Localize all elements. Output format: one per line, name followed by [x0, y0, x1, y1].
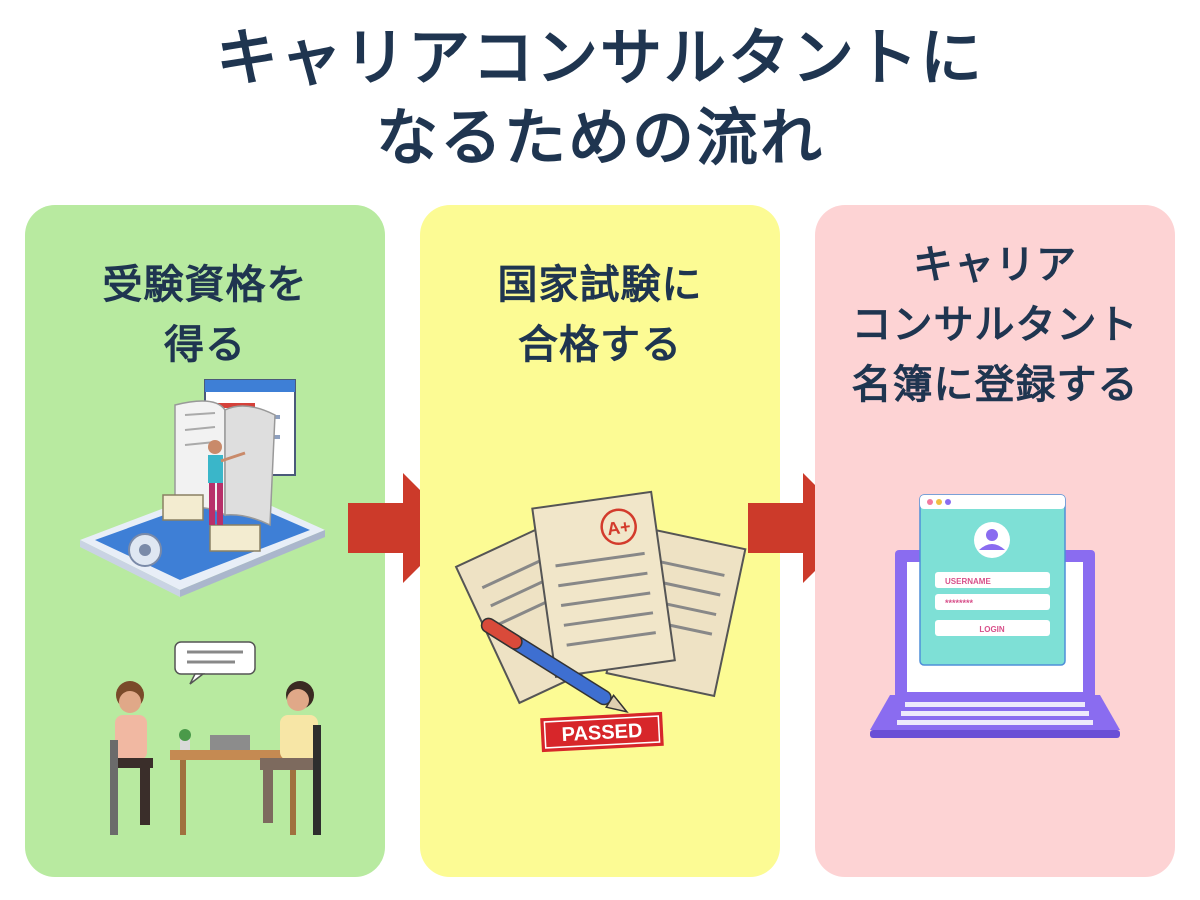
page-title: キャリアコンサルタントに なるための流れ: [0, 18, 1200, 178]
step-3-title-line-3: 名簿に登録する: [851, 362, 1139, 408]
step-1-panel: 受験資格を 得る: [25, 205, 385, 877]
step-1-title-line-2: 得る: [164, 322, 246, 368]
laptop-login-illustration: USERNAME ******** LOGIN: [870, 494, 1120, 738]
password-field: ********: [945, 598, 974, 608]
page-title-line-1: キャリアコンサルタントに: [215, 21, 984, 94]
login-button: LOGIN: [979, 625, 1005, 634]
person-with-book-tablet-illustration: [80, 379, 325, 597]
passed-stamp-label: PASSED: [561, 720, 643, 746]
step-2-title-line-1: 国家試験に: [497, 262, 703, 308]
step-3-title: キャリア コンサルタント 名簿に登録する: [815, 235, 1175, 415]
counseling-session-illustration: [110, 641, 321, 835]
username-field: USERNAME: [945, 577, 991, 586]
grade-mark: A+: [606, 516, 632, 539]
step-2-title: 国家試験に 合格する: [420, 255, 780, 375]
step-3-title-line-2: コンサルタント: [851, 302, 1139, 348]
page-title-line-2: なるための流れ: [375, 101, 824, 174]
step-3-title-line-1: キャリア: [913, 242, 1077, 288]
step-2-panel: 国家試験に 合格する A+: [420, 205, 780, 877]
pen-icon: [480, 617, 629, 714]
step-1-title: 受験資格を 得る: [25, 255, 385, 375]
step-1-title-line-1: 受験資格を: [102, 262, 308, 308]
exam-papers-illustration: A+: [454, 490, 747, 714]
step-3-panel: キャリア コンサルタント 名簿に登録する USERNAME ******** L…: [815, 205, 1175, 877]
step-2-title-line-2: 合格する: [518, 322, 682, 368]
passed-stamp: PASSED: [540, 711, 664, 753]
